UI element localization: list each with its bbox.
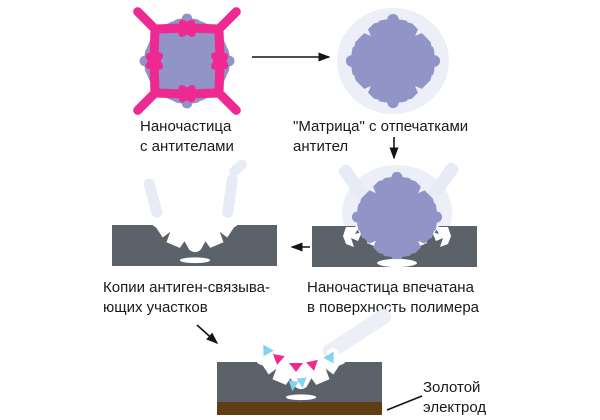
label-line: "Матрица" с отпечатками	[293, 118, 469, 135]
label-line: Наночастица	[140, 118, 232, 135]
nanoparticle-with-antibodies-figure	[120, 2, 252, 118]
arrow-right-icon	[252, 52, 331, 62]
label-binding-site-copies: Копии антиген-связыва- ющих участков	[103, 278, 270, 318]
cavity-opening	[280, 341, 294, 355]
ghost-antibody-icon	[143, 178, 163, 218]
leader-line	[386, 395, 423, 411]
arrow-down-right-icon	[196, 324, 219, 345]
label-line: Золотой	[423, 379, 481, 396]
binding-site-fragment-icon	[289, 363, 303, 372]
binding-site-fragment-icon	[296, 377, 307, 388]
binding-site-fragment-icon	[306, 359, 318, 371]
nanoparticle-in-polymer-figure	[312, 162, 477, 267]
label-nanoparticle-imprinted: Наночастица впечатана в поверхность поли…	[307, 278, 479, 318]
cavity-opening	[308, 343, 322, 357]
ghost-antibody-icon	[338, 164, 372, 206]
gold-electrode-layer	[217, 402, 382, 415]
label-line: ющих участков	[103, 299, 208, 316]
label-nanoparticle-with-antibodies: Наночастица с антителами	[140, 117, 234, 157]
label-line: Копии антиген-связыва-	[103, 279, 270, 296]
binding-site-fragment-icon	[288, 380, 299, 391]
label-line: электрод	[423, 399, 487, 416]
label-line: в поверхность полимера	[307, 299, 480, 316]
imprint-claw	[432, 227, 451, 247]
imprint-crescent	[377, 259, 417, 267]
imprinted-polymer-figure	[112, 159, 277, 266]
binding-site-fragment-icon	[323, 351, 334, 364]
label-line: Наночастица впечатана	[307, 279, 474, 296]
label-matrix-imprints: "Матрица" с отпечатками антител	[293, 117, 468, 157]
label-line: антител	[293, 138, 349, 155]
ghost-streak	[322, 309, 392, 359]
label-line: с антителами	[140, 138, 234, 155]
arrow-down-icon	[389, 137, 399, 160]
ghost-antibody-icon	[222, 174, 238, 218]
binding-site-fragment-icon	[272, 354, 285, 365]
binding-site-fragment-icon	[263, 344, 274, 357]
label-gold-electrode: Золотой электрод	[423, 378, 486, 418]
gold-electrode-sensor-figure	[217, 309, 392, 415]
arrow-left-icon	[290, 242, 310, 252]
imprint-matrix-figure	[337, 8, 449, 114]
imprint-claw	[343, 227, 362, 247]
ghost-antibody-icon	[229, 159, 247, 177]
ghost-antibody-icon	[425, 162, 459, 204]
